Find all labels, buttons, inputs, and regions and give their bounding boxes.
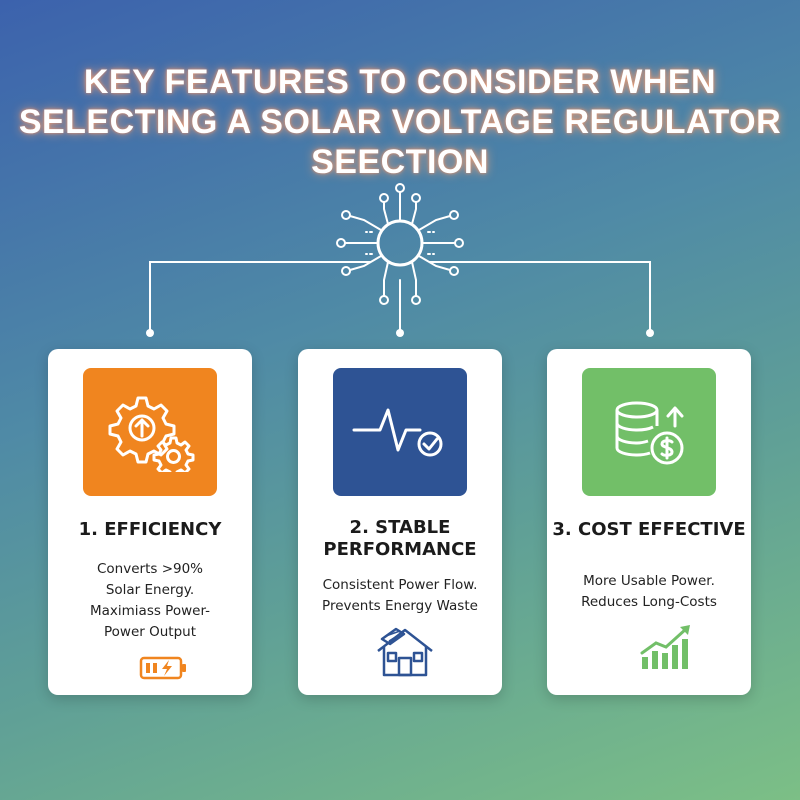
stable-tile bbox=[333, 368, 467, 496]
title-line-1: KEY FEATURES TO CONSIDER WHEN bbox=[83, 63, 717, 101]
cost-heading: 3. COST EFFECTIVE bbox=[552, 519, 746, 540]
stable-line-2: Prevents Energy Waste bbox=[322, 598, 478, 614]
connector-left bbox=[149, 261, 371, 334]
gears-arrow-icon bbox=[108, 396, 195, 472]
page-title: KEY FEATURES TO CONSIDER WHEN SELECTING … bbox=[0, 62, 800, 182]
efficiency-tile bbox=[83, 368, 217, 496]
title-line-2: SELECTING A SOLAR VOLTAGE REGULATOR bbox=[18, 103, 782, 141]
efficiency-heading: 1. EFFICIENCY bbox=[78, 519, 222, 540]
stable-line-1: Consistent Power Flow. bbox=[322, 577, 478, 593]
card-efficiency: 1. EFFICIENCY Converts >90% Solar Energy… bbox=[48, 349, 252, 695]
stable-description: Consistent Power Flow. Prevents Energy W… bbox=[298, 575, 502, 617]
stable-heading: 2. STABLE PERFORMANCE bbox=[298, 517, 502, 561]
stable-heading-line-1: 2. STABLE bbox=[349, 517, 451, 538]
efficiency-line-4: Power Output bbox=[103, 624, 196, 640]
card-stable-performance: 2. STABLE PERFORMANCE Consistent Power F… bbox=[298, 349, 502, 695]
growth-chart-icon bbox=[640, 625, 690, 669]
efficiency-line-2: Solar Energy. bbox=[105, 582, 195, 598]
battery-charging-icon bbox=[139, 656, 186, 680]
cost-line-1: More Usable Power. bbox=[583, 573, 715, 589]
connector-right bbox=[429, 261, 651, 334]
stable-heading-line-2: PERFORMANCE bbox=[323, 539, 477, 560]
cost-description: More Usable Power. Reduces Long-Costs bbox=[547, 571, 751, 613]
hub-circle-icon bbox=[376, 219, 424, 267]
efficiency-line-3: Maximiass Power- bbox=[89, 603, 211, 619]
cost-line-2: Reduces Long-Costs bbox=[581, 594, 717, 610]
coins-dollar-icon bbox=[615, 401, 684, 465]
efficiency-description: Converts >90% Solar Energy. Maximiass Po… bbox=[48, 559, 252, 643]
title-line-3: SEECTION bbox=[311, 143, 489, 181]
connector-dot-left bbox=[146, 329, 154, 337]
connector-dot-right bbox=[646, 329, 654, 337]
cost-tile bbox=[582, 368, 716, 496]
solar-house-icon bbox=[377, 627, 433, 677]
card-cost-effective: 3. COST EFFECTIVE More Usable Power. Red… bbox=[547, 349, 751, 695]
efficiency-line-1: Converts >90% bbox=[96, 561, 204, 577]
pulse-check-icon bbox=[352, 408, 443, 457]
connector-dot-center bbox=[396, 329, 404, 337]
